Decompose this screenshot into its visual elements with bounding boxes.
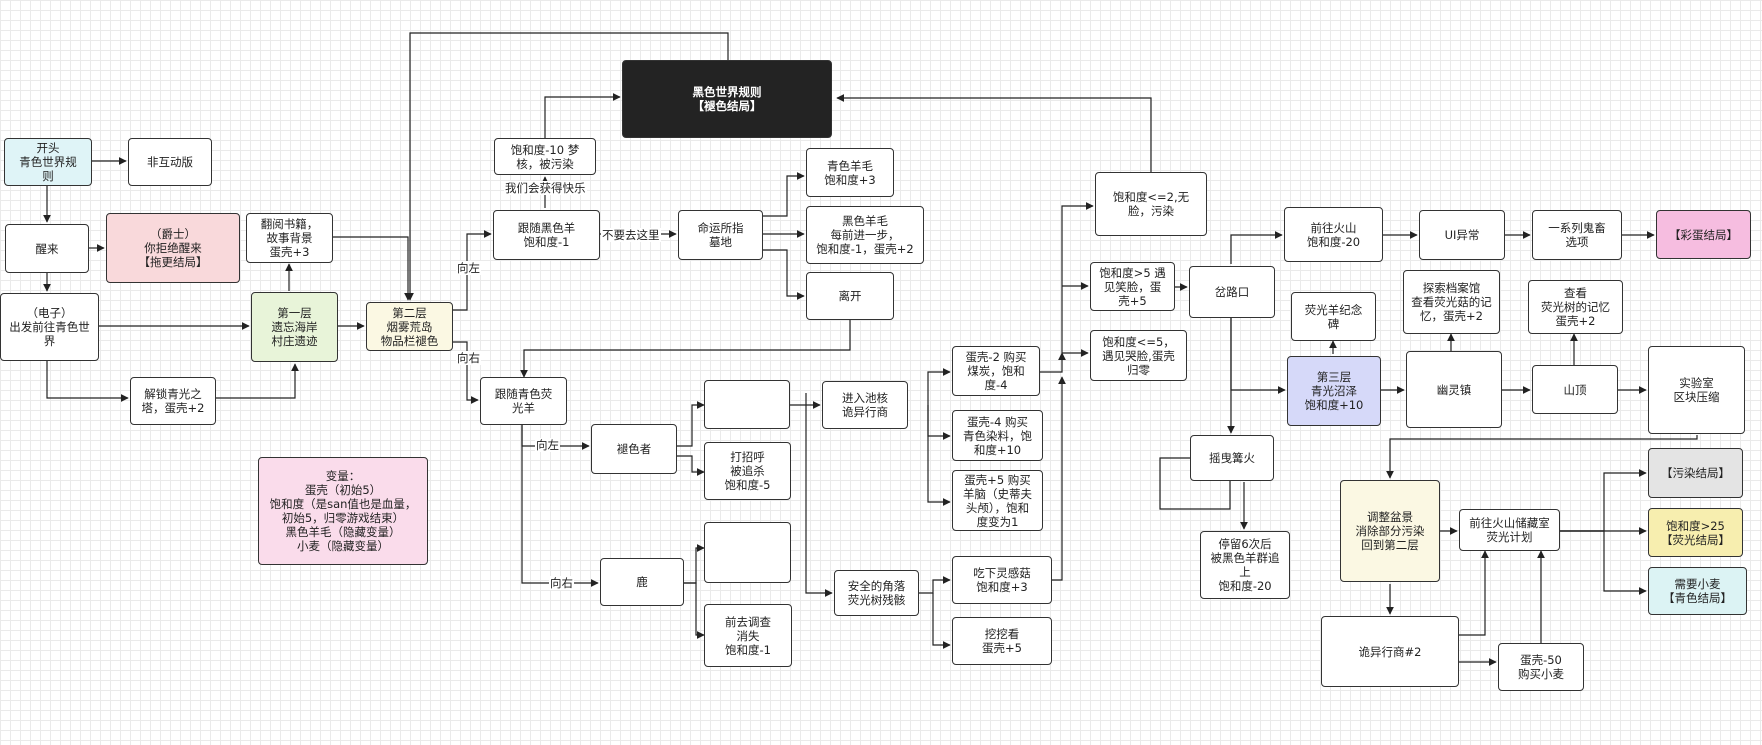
node-deer: 鹿 [600, 558, 684, 606]
edge-safe-mushroom [919, 576, 951, 594]
edge-merchant-storage [1459, 550, 1489, 636]
node-electronic-go: （电子） 出发前往青色世 界 [0, 293, 99, 361]
edge-crossroad-volcano [1230, 231, 1283, 264]
node-leave: 离开 [806, 272, 894, 320]
edge-label-go-left: 向左 [456, 261, 481, 275]
node-check-tree-memory: 查看 荧光树的记忆 蛋壳+2 [1528, 280, 1623, 334]
edge-faded-greet [677, 455, 705, 476]
node-enter-pool: 进入池核 诡异行商 [822, 381, 908, 429]
node-investigate: 前去调查 消失 饱和度-1 [704, 604, 792, 667]
node-follow-black: 跟随黑色羊 饱和度-1 [493, 210, 600, 260]
node-sat-le5: 饱和度<=5， 遇见哭脸,蛋壳 归零 [1090, 330, 1187, 381]
edge-electronic-unlock [46, 361, 129, 402]
node-cyan-wool: 青色羊毛 饱和度+3 [806, 148, 894, 197]
edge-safe-dig [932, 593, 951, 649]
node-layer2: 第二层 烟雾荒岛 物品栏褪色 [366, 302, 453, 351]
node-ghost-options: 一系列鬼畜 选项 [1532, 210, 1622, 260]
node-fluorescent-end: 饱和度>25 【荧光结局】 [1648, 508, 1743, 557]
edge-destiny-leave [763, 249, 805, 300]
node-ui-abnormal: UI异常 [1419, 210, 1505, 260]
node-black-rules: 黑色世界规则 【褪色结局】 [622, 60, 832, 138]
node-unlock-tower: 解锁青光之 塔，蛋壳+2 [130, 377, 216, 425]
edge-pool-dye [927, 405, 951, 440]
node-layer1: 第一层 遗忘海岸 村庄遗迹 [251, 292, 338, 362]
edge-sat10-black [544, 93, 621, 138]
edge-pool-brain [927, 405, 951, 506]
node-sheep-monument: 荧光羊纪念 碑 [1291, 292, 1376, 341]
node-black-wool: 黑色羊毛 每前进一步， 饱和度-1，蛋壳+2 [806, 206, 924, 264]
edge-unlock-layer1 [216, 363, 299, 399]
node-destiny: 命运所指 墓地 [678, 210, 763, 260]
edge-storage-pollution [1560, 469, 1647, 532]
node-stay-away-1 [704, 380, 790, 429]
node-volcano-storage: 前往火山储藏室 荧光计划 [1459, 509, 1560, 551]
edge-mushroom-sat [1052, 376, 1066, 581]
edge-label-faded-left: 向左 [535, 438, 560, 452]
node-buy-coal: 蛋壳-2 购买 煤炭，饱和 度-4 [952, 346, 1040, 396]
node-faded: 褪色者 [591, 424, 677, 474]
edge-deer-investigate [684, 582, 705, 639]
edge-label-dont-go: 不要去这里 [601, 228, 661, 242]
node-summit: 山顶 [1532, 365, 1618, 414]
edge-label-we-get-happy: 我们会获得快乐 [504, 181, 587, 195]
node-campfire: 摇曳篝火 [1190, 435, 1274, 481]
edge-deer-stayaway2 [684, 544, 705, 584]
edge-label-deer-right: 向右 [549, 576, 574, 590]
edge-label-go-right: 向右 [456, 351, 481, 365]
node-buy-brain: 蛋壳+5 购买 羊脑（史蒂夫 头颅），饱和 度变为1 [952, 470, 1043, 531]
edge-pool-coal [927, 368, 951, 405]
node-adjust-pot: 调整盆景 消除部分污染 回到第二层 [1340, 480, 1440, 582]
node-follow-cyan: 跟随青色荧 光羊 [480, 377, 567, 425]
edge-crossroad-layer3 [1230, 318, 1286, 394]
node-pollution-end: 【污染结局】 [1648, 448, 1743, 498]
node-weird-merchant-2: 诡异行商#2 [1321, 616, 1459, 687]
node-sat-gt5: 饱和度>5 遇 见笑脸，蛋 壳+5 [1090, 262, 1175, 311]
node-ghost-town: 幽灵镇 [1406, 351, 1502, 428]
node-crossroad: 岔路口 [1189, 266, 1275, 318]
node-browse-books: 翻阅书籍， 故事背景 蛋壳+3 [246, 213, 333, 263]
node-greet: 打招呼 被追杀 饱和度-5 [704, 442, 791, 500]
edge-bus-sat-le2 [1061, 202, 1094, 353]
node-buy-dye: 蛋壳-4 购买 青色染料，饱 和度+10 [952, 410, 1043, 461]
edge-faded-stayaway1 [677, 401, 705, 447]
edge-coal-sat [1040, 352, 1066, 373]
node-volcano: 前往火山 饱和度-20 [1284, 207, 1383, 262]
node-lab: 实验室 区块压缩 [1648, 346, 1745, 434]
node-non-interactive: 非互动版 [128, 138, 212, 186]
edge-leave-followcyan [520, 319, 851, 378]
edge-books-layer2 [333, 236, 412, 301]
node-eat-mushroom: 吃下灵感菇 饱和度+3 [952, 556, 1052, 604]
node-wake-up: 醒来 [5, 224, 89, 273]
node-buy-wheat: 蛋壳-50 购买小麦 [1498, 643, 1584, 691]
node-stay6: 停留6次后 被黑色羊群追 上 饱和度-20 [1200, 531, 1290, 599]
node-sat-le2: 饱和度<=2,无 脸，污染 [1095, 172, 1207, 236]
node-sat-minus10: 饱和度-10 梦 核，被污染 [494, 138, 596, 175]
node-easter-egg: 【彩蛋结局】 [1656, 210, 1751, 259]
node-stay-away-2 [704, 522, 791, 583]
node-variables: 变量： 蛋壳（初始5） 饱和度（是san值也是血量， 初始5，归零游戏结束） 黑… [258, 457, 428, 565]
node-start: 开头 青色世界规 则 [4, 138, 92, 186]
edge-destiny-cyanwool [763, 172, 805, 217]
node-jazz-refuse: （爵士） 你拒绝醒来 【拖更结局】 [106, 213, 240, 283]
node-dig: 挖挖看 蛋壳+5 [952, 617, 1052, 665]
node-safe-corner: 安全的角落 荧光树残骸 [834, 570, 919, 616]
node-cyan-end: 需要小麦 【青色结局】 [1648, 567, 1747, 615]
edge-followcyan-deer [521, 425, 599, 587]
node-layer3: 第三层 青光沼泽 饱和度+10 [1287, 356, 1381, 426]
edge-storage-cyanend [1560, 530, 1647, 595]
node-explore-archive: 探索档案馆 查看荧光菇的记 忆，蛋壳+2 [1403, 270, 1500, 334]
